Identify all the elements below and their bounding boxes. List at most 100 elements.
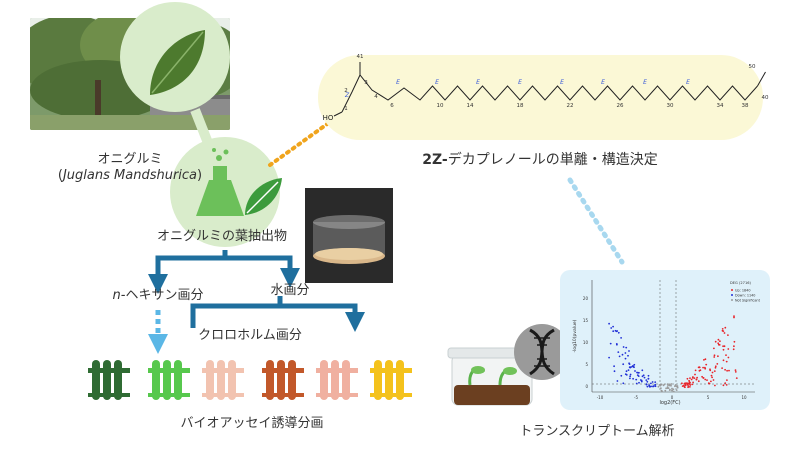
- up-gene-point: [733, 340, 736, 343]
- rack-shelf: [370, 393, 412, 397]
- up-gene-point: [723, 332, 726, 334]
- up-gene-point: [686, 383, 689, 386]
- legend-swatch: [731, 299, 733, 301]
- rack-shelf: [370, 368, 412, 373]
- atom-number-26: 26: [617, 103, 624, 109]
- legend-item: Up: 1840: [735, 289, 750, 293]
- up-gene-point: [689, 377, 691, 379]
- atom-number-30: 30: [667, 103, 674, 109]
- down-gene-point: [628, 350, 630, 352]
- atom-number-38: 38: [742, 103, 749, 109]
- up-gene-point: [724, 368, 726, 371]
- ns-gene-point: [664, 389, 667, 392]
- ns-gene-point: [676, 385, 678, 388]
- up-gene-point: [681, 385, 684, 387]
- down-gene-point: [608, 322, 610, 325]
- plant-name-jp: オニグルミ: [97, 152, 163, 167]
- up-gene-point: [717, 338, 720, 341]
- carbon-chain: [341, 74, 758, 113]
- up-gene-point: [689, 384, 692, 386]
- down-gene-point: [636, 374, 639, 376]
- hexane-prefix: n-: [112, 288, 126, 303]
- down-gene-point: [616, 380, 619, 382]
- up-gene-point: [727, 356, 730, 359]
- up-gene-point: [711, 376, 713, 379]
- stereo-label-e: E: [476, 79, 480, 86]
- up-gene-point: [684, 386, 686, 389]
- up-gene-point: [704, 358, 707, 361]
- up-gene-point: [688, 381, 691, 384]
- up-gene-point: [714, 365, 717, 368]
- down-gene-point: [612, 330, 615, 333]
- up-gene-point: [704, 378, 707, 381]
- atom-number-41: 41: [357, 54, 364, 60]
- up-gene-point: [733, 345, 735, 348]
- down-gene-point: [627, 369, 630, 371]
- up-gene-point: [691, 377, 694, 379]
- x-tick-label: 0: [671, 395, 674, 400]
- atom-number-4: 4: [374, 94, 378, 100]
- compound-bubble: [318, 55, 763, 140]
- ns-gene-point: [668, 384, 671, 387]
- down-gene-point: [622, 363, 625, 366]
- down-gene-point: [641, 369, 644, 372]
- rack-shelf: [88, 368, 130, 373]
- down-gene-point: [654, 385, 657, 388]
- up-gene-point: [698, 366, 701, 369]
- up-gene-point: [714, 384, 716, 387]
- atom-number-22: 22: [567, 103, 574, 109]
- hexane-fraction-label: n-ヘキサン画分: [113, 288, 204, 304]
- ns-gene-point: [674, 384, 677, 386]
- down-gene-point: [638, 371, 640, 374]
- rack-shelf: [262, 393, 304, 397]
- up-gene-point: [684, 384, 687, 387]
- up-gene-point: [721, 328, 724, 330]
- up-gene-point: [681, 382, 683, 385]
- up-gene-point: [702, 377, 705, 379]
- up-gene-point: [685, 382, 688, 384]
- down-gene-point: [645, 383, 648, 385]
- down-gene-point: [616, 330, 619, 332]
- ns-gene-point: [675, 389, 678, 391]
- ns-gene-point: [660, 387, 662, 390]
- ns-gene-point: [670, 384, 672, 387]
- down-gene-point: [625, 374, 628, 376]
- up-gene-point: [698, 369, 701, 372]
- rack-shelf: [262, 368, 304, 373]
- atom-number-40: 40: [762, 95, 769, 101]
- down-gene-point: [617, 331, 620, 334]
- legend-swatch: [731, 294, 733, 296]
- up-gene-point: [706, 379, 708, 381]
- up-gene-point: [728, 369, 730, 372]
- atom-number-6: 6: [390, 103, 394, 109]
- rack-shelf: [88, 393, 130, 397]
- compound-label-bold: 2Z-: [422, 152, 448, 168]
- up-gene-point: [696, 376, 698, 379]
- up-gene-point: [713, 347, 715, 350]
- up-gene-point: [722, 384, 725, 387]
- down-gene-point: [624, 357, 627, 360]
- flow-arrows: [148, 250, 365, 354]
- ns-gene-point: [672, 390, 675, 393]
- stereo-label-e: E: [643, 79, 647, 86]
- legend-item: Down: 1140: [735, 294, 755, 298]
- methyl-50-bond: [757, 71, 766, 87]
- up-gene-point: [717, 342, 720, 345]
- up-gene-point: [694, 373, 696, 376]
- x-tick-label: 5: [707, 395, 710, 400]
- down-gene-point: [629, 373, 632, 376]
- down-gene-point: [651, 381, 654, 383]
- atom-number-18: 18: [517, 103, 524, 109]
- ns-gene-point: [672, 388, 675, 391]
- test-tube-rack: [88, 360, 130, 400]
- up-gene-point: [726, 379, 728, 381]
- up-gene-point: [695, 378, 698, 381]
- down-gene-point: [628, 366, 631, 369]
- up-gene-point: [734, 369, 737, 371]
- plant-latin: (Juglans Mandshurica): [58, 168, 202, 184]
- down-gene-point: [647, 374, 650, 377]
- down-gene-point: [632, 377, 634, 380]
- down-gene-point: [610, 327, 613, 329]
- up-gene-point: [722, 345, 724, 348]
